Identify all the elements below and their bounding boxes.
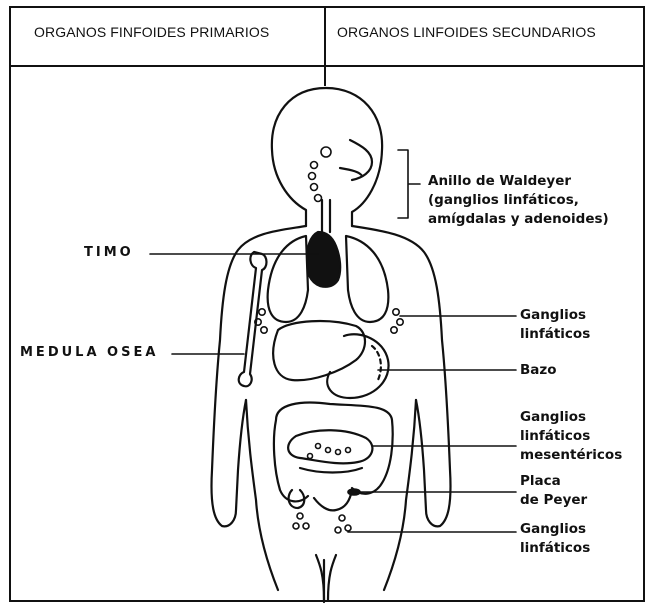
body-outline-right (352, 226, 451, 526)
label-bazo: Bazo (520, 361, 557, 380)
torso-lower (246, 400, 416, 590)
peyer-line-2: de Peyer (520, 491, 587, 510)
waldeyer-line-1: Anillo de Waldeyer (428, 172, 609, 191)
label-medula-osea: MEDULA OSEA (20, 345, 158, 360)
peyer-line-1: Placa (520, 472, 587, 491)
spleen-dotted (372, 346, 381, 380)
mesentericos-line-1: Ganglios (520, 408, 622, 427)
mesentericos-line-3: mesentéricos (520, 446, 622, 465)
lung-right (346, 236, 388, 322)
body-outline-left (211, 226, 306, 526)
label-ganglios-mesentericos: Ganglios linfáticos mesentéricos (520, 408, 622, 465)
bone-marrow-humerus (239, 252, 267, 386)
ganglios-inguinales-line-1: Ganglios (520, 520, 590, 539)
ganglios-inguinales-line-2: linfáticos (520, 539, 590, 558)
lung-left (268, 236, 308, 322)
face-profile (340, 140, 372, 180)
trachea (322, 200, 330, 232)
ganglios-axilares-line-2: linfáticos (520, 325, 590, 344)
cervical-lymph-nodes (309, 147, 332, 202)
waldeyer-line-3: amígdalas y adenoides) (428, 210, 609, 229)
label-ganglios-inguinales: Ganglios linfáticos (520, 520, 590, 558)
label-timo: TIMO (84, 245, 134, 260)
ganglios-axilares-line-1: Ganglios (520, 306, 590, 325)
stomach (327, 334, 388, 398)
thymus (307, 232, 340, 287)
rectum (314, 490, 352, 510)
leg-split (316, 555, 336, 600)
waldeyer-bracket (398, 150, 420, 218)
label-anillo-waldeyer: Anillo de Waldeyer (ganglios linfáticos,… (428, 172, 609, 229)
liver (273, 321, 365, 380)
waldeyer-line-2: (ganglios linfáticos, (428, 191, 609, 210)
label-placa-peyer: Placa de Peyer (520, 472, 587, 510)
mesentericos-line-2: linfáticos (520, 427, 622, 446)
mesenteric-lymph-nodes (308, 444, 351, 459)
large-intestine (274, 403, 393, 502)
label-ganglios-axilares: Ganglios linfáticos (520, 306, 590, 344)
inguinal-lymph-nodes (293, 513, 351, 533)
